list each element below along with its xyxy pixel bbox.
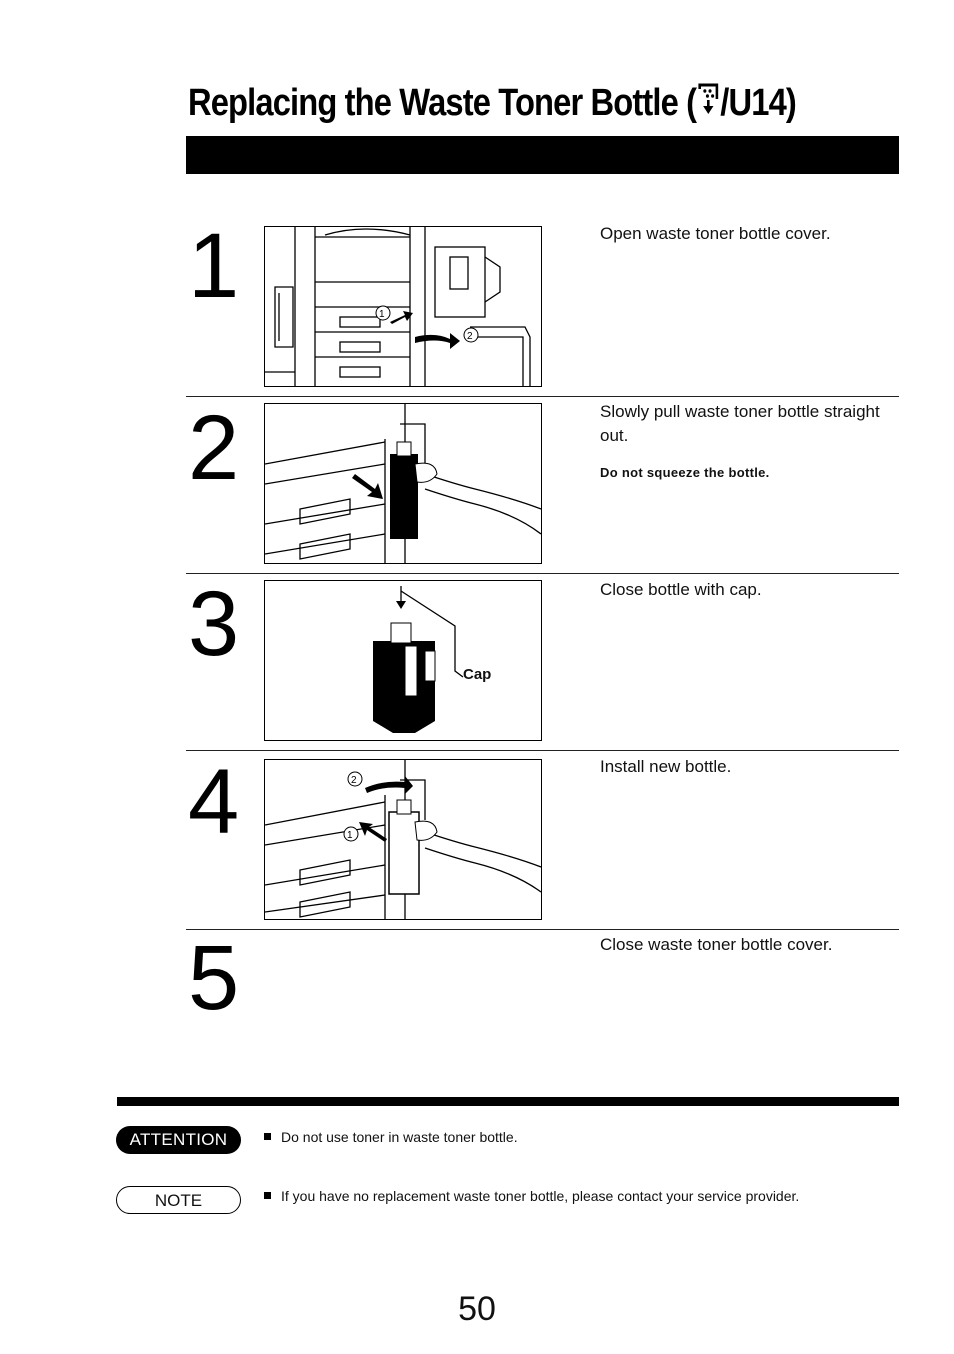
copier-illustration: 1 2 bbox=[264, 226, 542, 387]
note-badge: NOTE bbox=[116, 1186, 241, 1214]
cap-label: Cap bbox=[463, 666, 492, 683]
step-instruction: Slowly pull waste toner bottle straight … bbox=[600, 402, 880, 445]
bottle-removal-illustration bbox=[264, 403, 542, 564]
step-separator bbox=[186, 929, 899, 930]
note-message: If you have no replacement waste toner b… bbox=[264, 1188, 799, 1204]
svg-text:1: 1 bbox=[379, 309, 385, 320]
step-instruction: Close bottle with cap. bbox=[600, 580, 762, 599]
bottle-cap-illustration bbox=[264, 580, 542, 741]
step-number: 1 bbox=[188, 215, 240, 317]
bullet-icon bbox=[264, 1133, 271, 1140]
step-number: 5 bbox=[188, 927, 240, 1029]
step-separator bbox=[186, 573, 899, 574]
title-bar bbox=[186, 136, 899, 174]
step-instruction: Open waste toner bottle cover. bbox=[600, 224, 831, 243]
step-instruction: Install new bottle. bbox=[600, 757, 732, 776]
svg-text:2: 2 bbox=[467, 331, 473, 342]
step-number: 4 bbox=[188, 751, 240, 853]
section-divider-bar bbox=[117, 1097, 899, 1106]
step-number: 3 bbox=[188, 573, 240, 675]
svg-text:2: 2 bbox=[351, 775, 357, 786]
page-number: 50 bbox=[458, 1290, 496, 1328]
title-suffix: /U14) bbox=[720, 82, 796, 124]
step-number: 2 bbox=[188, 397, 240, 499]
step-warning-note: Do not squeeze the bottle. bbox=[600, 465, 770, 480]
bottle-install-illustration: 2 1 bbox=[264, 759, 542, 920]
note-text: If you have no replacement waste toner b… bbox=[281, 1188, 800, 1204]
attention-message: Do not use toner in waste toner bottle. bbox=[264, 1129, 518, 1145]
step-instruction: Close waste toner bottle cover. bbox=[600, 935, 833, 954]
bullet-icon bbox=[264, 1192, 271, 1199]
attention-text: Do not use toner in waste toner bottle. bbox=[281, 1129, 518, 1145]
title-text: Replacing the Waste Toner Bottle ( bbox=[188, 82, 697, 124]
step-separator bbox=[186, 396, 899, 397]
svg-text:1: 1 bbox=[347, 830, 353, 841]
page-title: Replacing the Waste Toner Bottle ( /U14) bbox=[188, 82, 797, 125]
attention-badge: ATTENTION bbox=[116, 1126, 241, 1154]
waste-toner-icon bbox=[697, 83, 719, 117]
step-separator bbox=[186, 750, 899, 751]
